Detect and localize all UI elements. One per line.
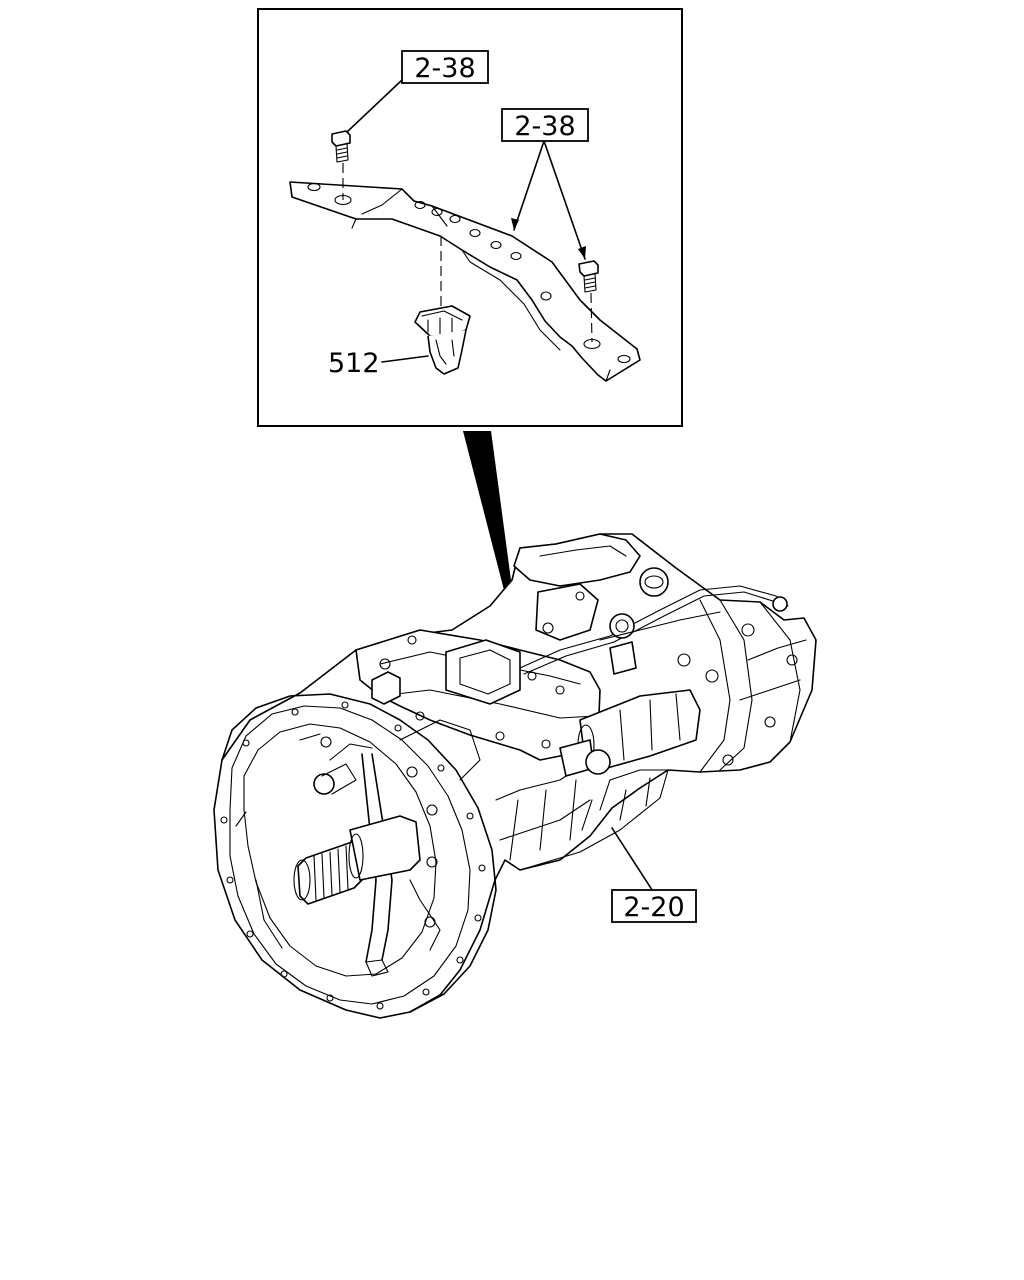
- callout-label: 2-38: [414, 53, 475, 84]
- upper-housing: [513, 533, 755, 683]
- callout-label: 2-20: [623, 892, 684, 923]
- lower-details: [320, 719, 481, 951]
- callout-2-20: 2-20: [611, 827, 697, 923]
- bolt-right: [578, 260, 599, 293]
- input-shaft: [293, 763, 421, 905]
- leader-line: [543, 140, 586, 260]
- clip-512: [414, 305, 471, 375]
- transmission-assembly: 2-20: [213, 533, 817, 1019]
- release-fork: [329, 743, 393, 977]
- callout-2-38-left: 2-38: [346, 50, 489, 133]
- callout-2-38-right: 2-38: [501, 108, 589, 260]
- leader-line: [381, 355, 429, 363]
- side-cylinders: [559, 689, 701, 777]
- rear-housing: [699, 599, 807, 773]
- callout-box: [501, 108, 589, 142]
- detail-pointer: [463, 431, 517, 625]
- bell-housing: [220, 693, 497, 1013]
- shift-unit: [355, 585, 789, 761]
- callout-512: 512: [328, 348, 429, 379]
- mounting-bracket: [289, 181, 641, 382]
- leader-line: [513, 140, 545, 231]
- callout-label: 2-38: [514, 111, 575, 142]
- leader-line: [346, 79, 403, 133]
- detail-inset: 2-38 2-38 512: [257, 8, 683, 427]
- bolt-right-centerline: [590, 292, 593, 343]
- callout-box: [611, 889, 697, 923]
- leader-line: [611, 827, 657, 897]
- callout-box: [401, 50, 489, 84]
- bolt-left: [331, 130, 351, 163]
- callout-label: 512: [328, 348, 380, 379]
